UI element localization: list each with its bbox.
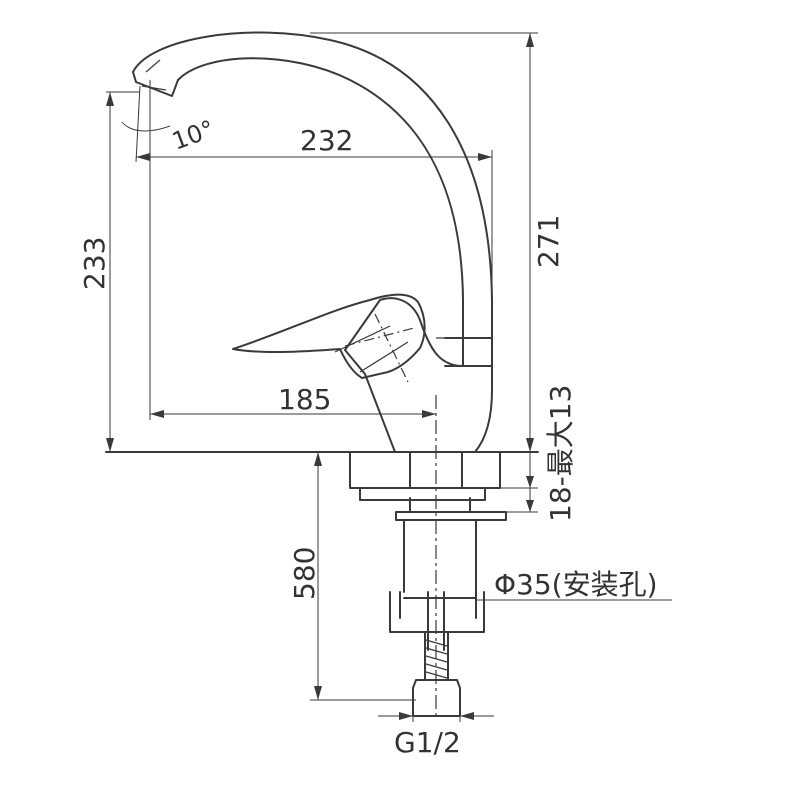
label-mount-hole: Φ35(安装孔) [494,568,658,601]
body-joint [444,337,493,367]
label-thread: G1/2 [394,726,461,759]
hose [424,631,449,681]
label-height-total: 271 [532,215,565,268]
label-hose-length: 580 [288,547,321,600]
dimension-labels: 10° 232 233 271 185 18-最大13 Φ35(安装孔) 580… [78,115,658,759]
aerator-tip [132,71,179,97]
dimension-lines [106,32,672,722]
washer [395,511,507,521]
label-deck-thickness: 18-最大13 [544,385,577,522]
centre-lines [344,290,480,720]
clamp [389,591,485,633]
aerator-line [141,59,167,91]
nut-lower [359,487,486,501]
lever-detail [334,325,409,373]
deck-mount [105,451,539,717]
shank [403,497,477,593]
lever-handle [232,293,426,379]
label-height-left: 233 [78,237,111,290]
label-angle: 10° [168,115,218,156]
body-outline [344,297,464,453]
deck-nut [349,451,501,489]
label-reach-base: 185 [278,383,331,416]
nut-thread [409,451,463,489]
label-reach-top: 232 [300,124,353,157]
faucet-body [132,31,493,453]
spout-outer [132,31,493,453]
spout-inner [177,57,464,339]
